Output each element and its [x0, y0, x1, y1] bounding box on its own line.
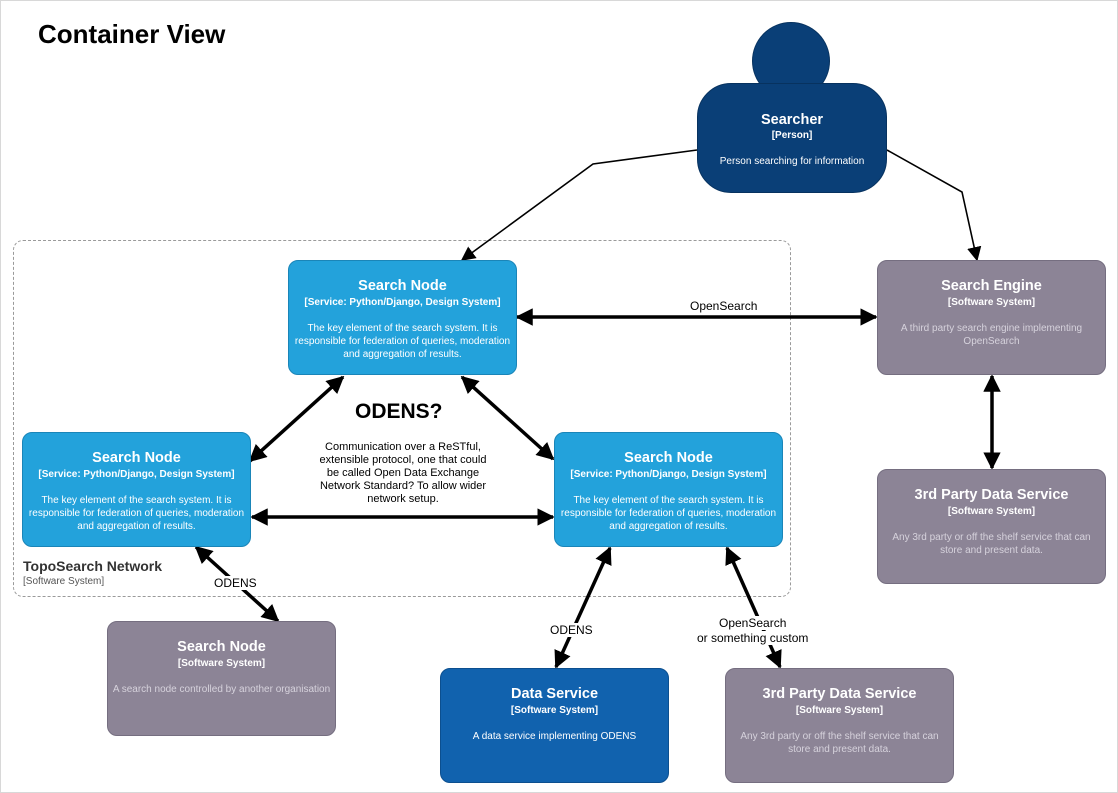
odens-note-text: Communication over a ReSTful, extensible…	[319, 441, 487, 505]
edge-right-thirdparty	[725, 546, 782, 669]
system-desc: A search node controlled by another orga…	[112, 684, 331, 695]
system-type: [Software System]	[947, 506, 1036, 517]
search-node-right[interactable]: Search Node [Service: Python/Django, Des…	[554, 432, 783, 547]
search-engine[interactable]: Search Engine [Software System] A third …	[877, 260, 1106, 375]
edge-right-dataservice	[554, 546, 612, 669]
toposearch-boundary	[13, 240, 791, 597]
external-search-node[interactable]: Search Node [Software System] A search n…	[107, 621, 336, 736]
odens-note-title: ODENS?	[355, 400, 443, 423]
page-title: Container View	[38, 19, 226, 49]
node-name: Search Node	[358, 278, 447, 294]
system-type: [Software System]	[947, 297, 1036, 308]
edge-searcher-search-engine	[886, 149, 982, 262]
node-type: [Service: Python/Django, Design System]	[38, 469, 235, 480]
system-desc: A data service implementing ODENS	[472, 731, 637, 742]
node-desc: The key element of the search system. It…	[560, 495, 777, 532]
edge-searcher-search-node	[460, 149, 698, 261]
third-party-data-service-bottom[interactable]: 3rd Party Data Service [Software System]…	[725, 668, 954, 783]
edge-label-odens-external: ODENS	[214, 576, 257, 590]
search-node-top[interactable]: Search Node [Service: Python/Django, Des…	[288, 260, 517, 375]
node-name: Search Node	[624, 450, 713, 466]
edge-top-right	[460, 375, 555, 461]
edge-label-odens-data: ODENS	[550, 623, 593, 637]
system-type: [Software System]	[795, 705, 884, 716]
node-desc: The key element of the search system. It…	[294, 323, 511, 360]
search-node-left[interactable]: Search Node [Service: Python/Django, Des…	[22, 432, 251, 547]
person-desc: Person searching for information	[719, 156, 865, 167]
searcher-person[interactable]: Searcher [Person] Person searching for i…	[697, 83, 887, 193]
edge-label-opensearch-custom-1: OpenSearch	[719, 616, 787, 630]
data-service[interactable]: Data Service [Software System] A data se…	[440, 668, 669, 783]
system-name: 3rd Party Data Service	[914, 487, 1069, 503]
edge-label-opensearch-custom-2: or something custom	[697, 631, 809, 645]
system-desc: Any 3rd party or off the shelf service t…	[740, 731, 939, 755]
boundary-name: TopoSearch Network	[23, 558, 162, 574]
edge-top-left	[248, 375, 345, 463]
system-name: 3rd Party Data Service	[762, 686, 917, 702]
system-type: [Software System]	[177, 658, 266, 669]
system-desc: A third party search engine implementing…	[900, 323, 1083, 347]
system-desc: Any 3rd party or off the shelf service t…	[892, 532, 1091, 556]
system-name: Search Engine	[941, 278, 1042, 294]
system-name: Search Node	[177, 639, 266, 655]
system-type: [Software System]	[510, 705, 599, 716]
system-name: Data Service	[510, 686, 599, 702]
third-party-data-service-right[interactable]: 3rd Party Data Service [Software System]…	[877, 469, 1106, 584]
node-type: [Service: Python/Django, Design System]	[304, 297, 501, 308]
node-name: Search Node	[92, 450, 181, 466]
boundary-type: [Software System]	[23, 576, 105, 587]
node-type: [Service: Python/Django, Design System]	[570, 469, 767, 480]
edge-label-opensearch: OpenSearch	[690, 299, 758, 313]
node-desc: The key element of the search system. It…	[28, 495, 245, 532]
person-name: Searcher	[760, 112, 824, 128]
person-type: [Person]	[771, 130, 813, 141]
